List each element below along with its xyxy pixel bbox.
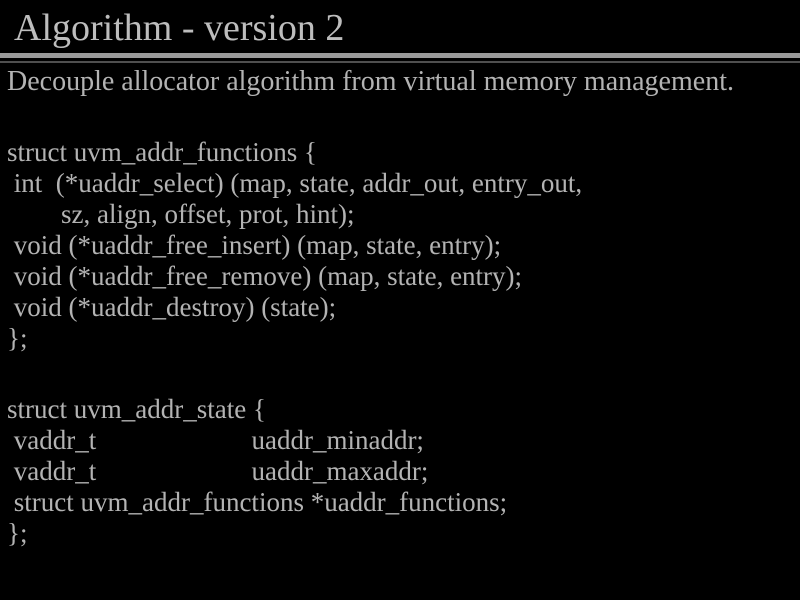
- slide-subtitle: Decouple allocator algorithm from virtua…: [7, 66, 734, 97]
- code-line: };: [7, 518, 28, 548]
- code-line: };: [7, 323, 28, 353]
- code-block-uvm-addr-functions: struct uvm_addr_functions { int (*uaddr_…: [7, 137, 582, 354]
- code-line: vaddr_t uaddr_minaddr;: [7, 425, 424, 455]
- code-line: struct uvm_addr_functions *uaddr_functio…: [7, 487, 508, 517]
- code-line: int (*uaddr_select) (map, state, addr_ou…: [7, 168, 583, 198]
- code-line: void (*uaddr_free_insert) (map, state, e…: [7, 230, 502, 260]
- code-line: void (*uaddr_free_remove) (map, state, e…: [7, 261, 523, 291]
- title-underline-shadow: [0, 61, 800, 63]
- code-block-uvm-addr-state: struct uvm_addr_state { vaddr_t uaddr_mi…: [7, 394, 507, 549]
- code-line: struct uvm_addr_state {: [7, 394, 266, 424]
- code-line: sz, align, offset, prot, hint);: [7, 199, 355, 229]
- code-line: void (*uaddr_destroy) (state);: [7, 292, 337, 322]
- title-underline: [0, 53, 800, 58]
- code-line: struct uvm_addr_functions {: [7, 137, 317, 167]
- code-line: vaddr_t uaddr_maxaddr;: [7, 456, 429, 486]
- slide-title: Algorithm - version 2: [14, 7, 345, 49]
